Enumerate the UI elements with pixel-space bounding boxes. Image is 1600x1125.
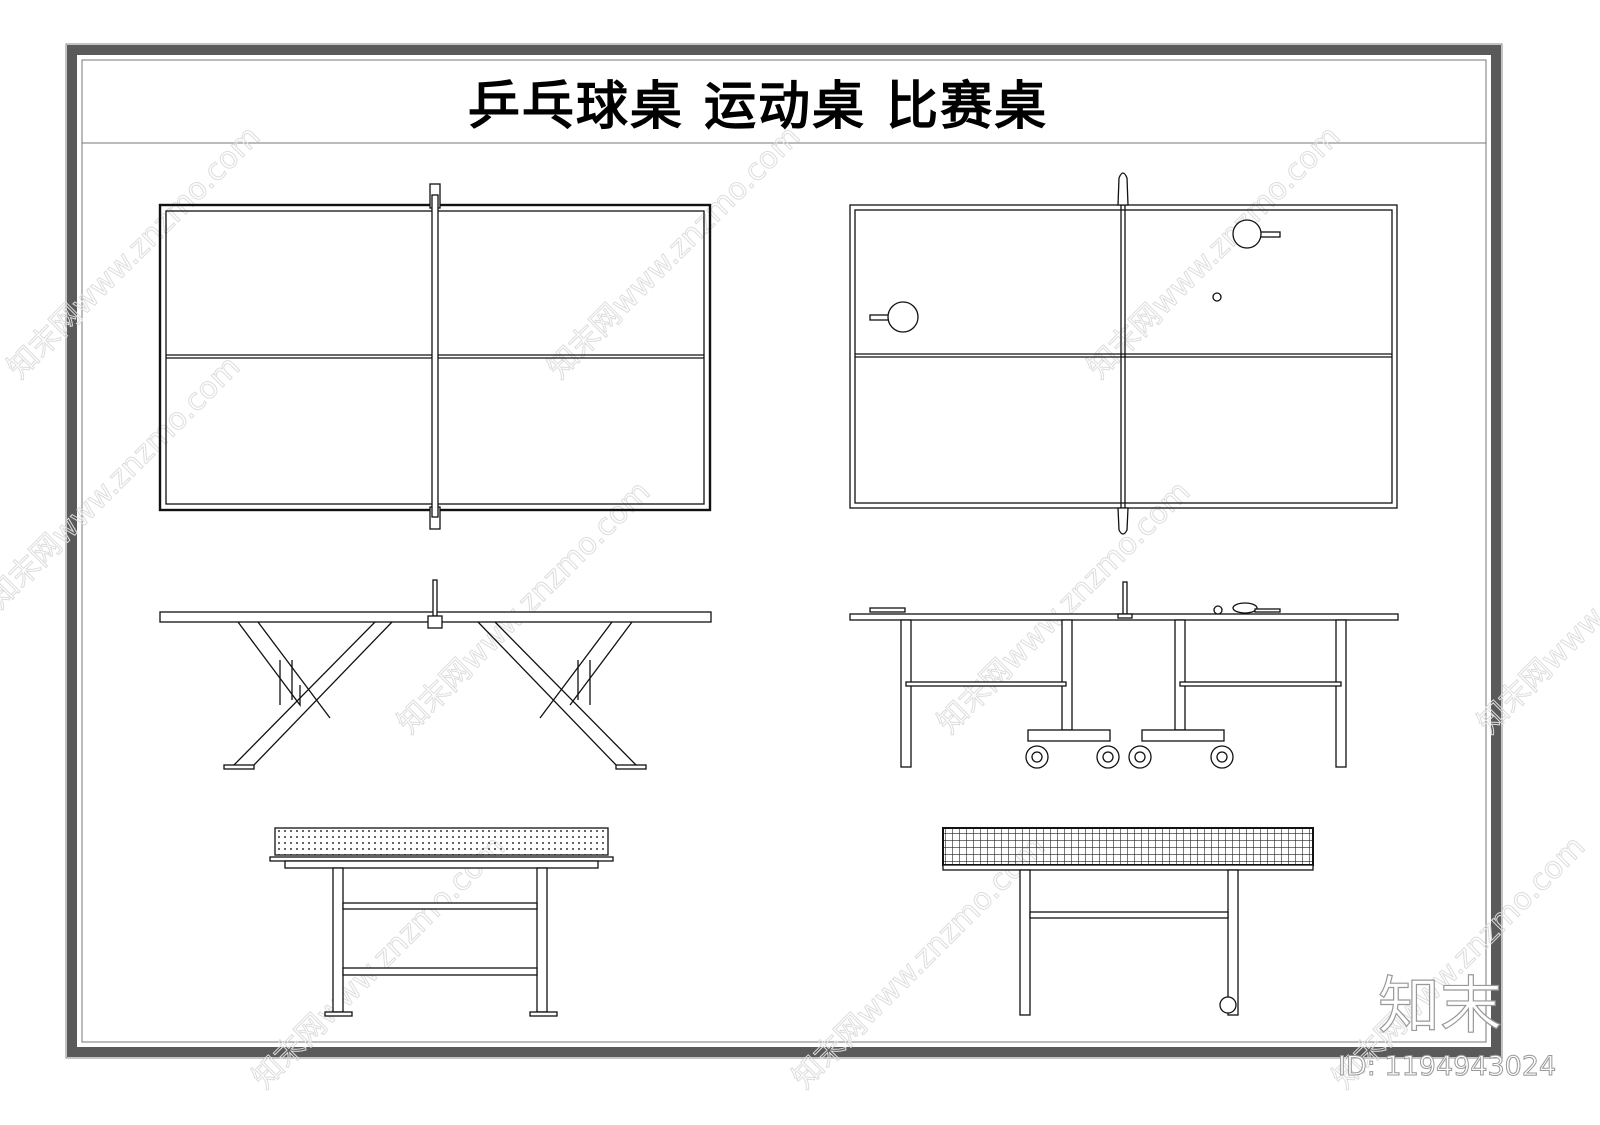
competition-table-side-view: [159, 579, 712, 770]
outer-border: [65, 43, 1503, 1059]
svg-text:知末网www.znzmo.com: 知末网www.znzmo.com: [0, 349, 247, 615]
competition-table-end-view: [269, 827, 614, 1017]
paddle-icon: [1232, 219, 1281, 249]
paddle-icon: [869, 301, 919, 333]
competition-table-top-view: [158, 183, 712, 530]
thick-frame: [67, 45, 1501, 1057]
id-label: ID: 1194943024: [1338, 1051, 1556, 1082]
brand-logo: 知末: [1378, 969, 1502, 1042]
ball-icon: [1213, 605, 1223, 615]
folding-table-side-view: [849, 581, 1399, 769]
svg-text:知末网www.znzmo.com: 知末网www.znzmo.com: [1471, 474, 1600, 740]
ball-icon: [1212, 292, 1222, 302]
svg-text:知末网www.znzmo.com: 知末网www.znzmo.com: [541, 119, 807, 385]
folding-table-end-view: [942, 827, 1314, 1016]
svg-text:知末网www.znzmo.com: 知末网www.znzmo.com: [1, 119, 267, 385]
paddle-icon: [1232, 602, 1258, 614]
inner-border: [81, 59, 1487, 1043]
sheet-title: 乒乓球桌 运动桌 比赛桌: [468, 77, 1048, 137]
watermarks: 知末网www.znzmo.com 知末网www.znzmo.com 知末网www…: [0, 119, 1600, 1096]
paddle-icon: [869, 607, 906, 613]
folding-table-top-view: [849, 172, 1398, 535]
